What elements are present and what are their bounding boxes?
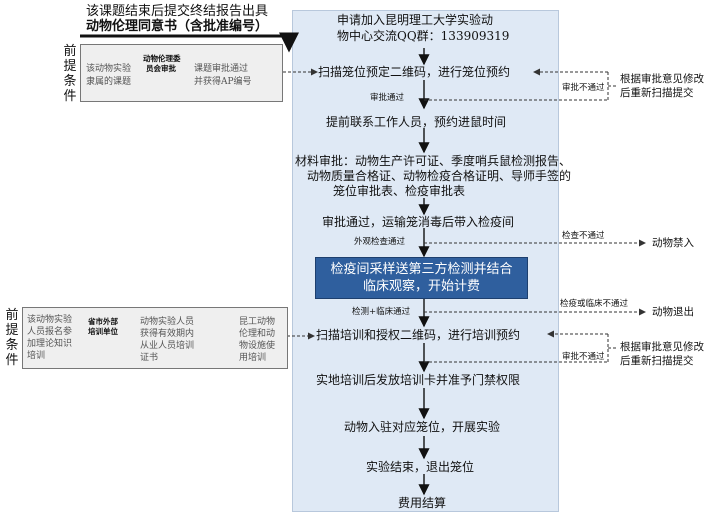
not-pass-label-1: 审批不通过 (562, 83, 605, 93)
step-card: 实地培训后发放培训卡并准予门禁权限 (316, 373, 521, 387)
appearance-pass-label: 外观检查通过 (354, 237, 406, 247)
materials-line3: 笼位审批表、检疫审批表 (333, 184, 466, 198)
pre2-box1-line2: 人员报名参 (27, 327, 73, 337)
step-settle: 费用结算 (398, 496, 447, 510)
pre1-box2-line1: 课题审批通过 (194, 64, 249, 74)
apply-text-line1: 申请加入昆明理工大学实验动 (337, 13, 494, 27)
pre1-label: 前提条件 (63, 44, 77, 104)
pre2-box2-line1: 动物实验人员 (140, 317, 195, 327)
materials-line1: 材料审批：动物生产许可证、季度哨兵鼠检测报告、 (295, 154, 572, 168)
top-note-line2: 动物伦理同意书（含批准编号） (86, 19, 269, 34)
pre1-arrow-line2: 员会审批 (146, 64, 176, 73)
step-transport: 审批通过，运输笼消毒后带入检疫间 (322, 215, 515, 229)
pre2-box3-line4: 用培训 (239, 353, 267, 363)
approve-pass-label: 审批通过 (370, 93, 405, 103)
test-clinic-pass-label: 检测+临床通过 (352, 307, 411, 317)
step-scan-cage: 扫描笼位预定二维码，进行笼位预约 (318, 65, 511, 79)
pre2-box2-line4: 证书 (140, 353, 159, 363)
animal-ban-label: 动物禁入 (652, 237, 694, 249)
pre2-box1-line3: 加理论知识 (27, 339, 73, 349)
not-pass-label-2: 审批不通过 (562, 352, 605, 362)
pre2-box1-line4: 培训 (27, 351, 46, 361)
materials-line2: 动物质量合格证、动物检疫合格证明、导师手签的 (307, 169, 572, 183)
step-contact: 提前联系工作人员，预约进鼠时间 (326, 115, 507, 129)
pre2-box2-line2: 获得有效期内 (140, 329, 195, 339)
quarantine-box: 检疫间采样送第三方检测并结合 临床观察，开始计费 (315, 257, 528, 299)
pre1-box1-line2: 隶属的课题 (86, 77, 132, 87)
pre1-box1-line1: 该动物实验 (86, 64, 132, 74)
step-enter: 动物入驻对应笼位，开展实验 (344, 420, 501, 434)
resubmit-2-line2: 后重新扫描提交 (620, 355, 694, 367)
animal-exit-label: 动物退出 (652, 306, 694, 318)
pre2-box3-line2: 伦理和动 (239, 329, 276, 339)
pre2-box1-line1: 该动物实验 (27, 315, 73, 325)
resubmit-1-line2: 后重新扫描提交 (620, 87, 694, 99)
pre2-box (22, 307, 288, 369)
resubmit-2-line1: 根据审批意见修改 (620, 341, 704, 353)
check-fail-label: 检查不通过 (562, 231, 605, 241)
pre1-box (80, 44, 283, 102)
pre2-label: 前提条件 (5, 308, 19, 368)
pre2-arrow-line2: 培训单位 (88, 327, 118, 336)
pre2-arrow-line1: 省市外部 (88, 317, 118, 326)
pre2-box3-line3: 物设施使 (239, 341, 276, 351)
apply-text-line2: 物中心交流QQ群：133909319 (337, 29, 510, 43)
step-scan-training: 扫描培训和授权二维码，进行培训预约 (316, 328, 521, 342)
pre2-box2-line3: 从业人员培训 (140, 341, 195, 351)
pre2-box3-line1: 昆工动物 (239, 317, 276, 327)
quarantine-line1: 检疫间采样送第三方检测并结合 (330, 262, 513, 277)
quarantine-line2: 临床观察，开始计费 (362, 279, 480, 294)
pre1-box2-line2: 并获得AP编号 (194, 77, 252, 87)
step-exit: 实验结束，退出笼位 (366, 460, 475, 474)
test-fail-label: 检疫或临床不通过 (560, 299, 629, 309)
pre1-arrow-line1: 动物伦理委 (143, 54, 181, 63)
resubmit-1-line1: 根据审批意见修改 (620, 73, 704, 85)
top-note-line1: 该课题结束后提交终结报告出具 (86, 4, 269, 19)
